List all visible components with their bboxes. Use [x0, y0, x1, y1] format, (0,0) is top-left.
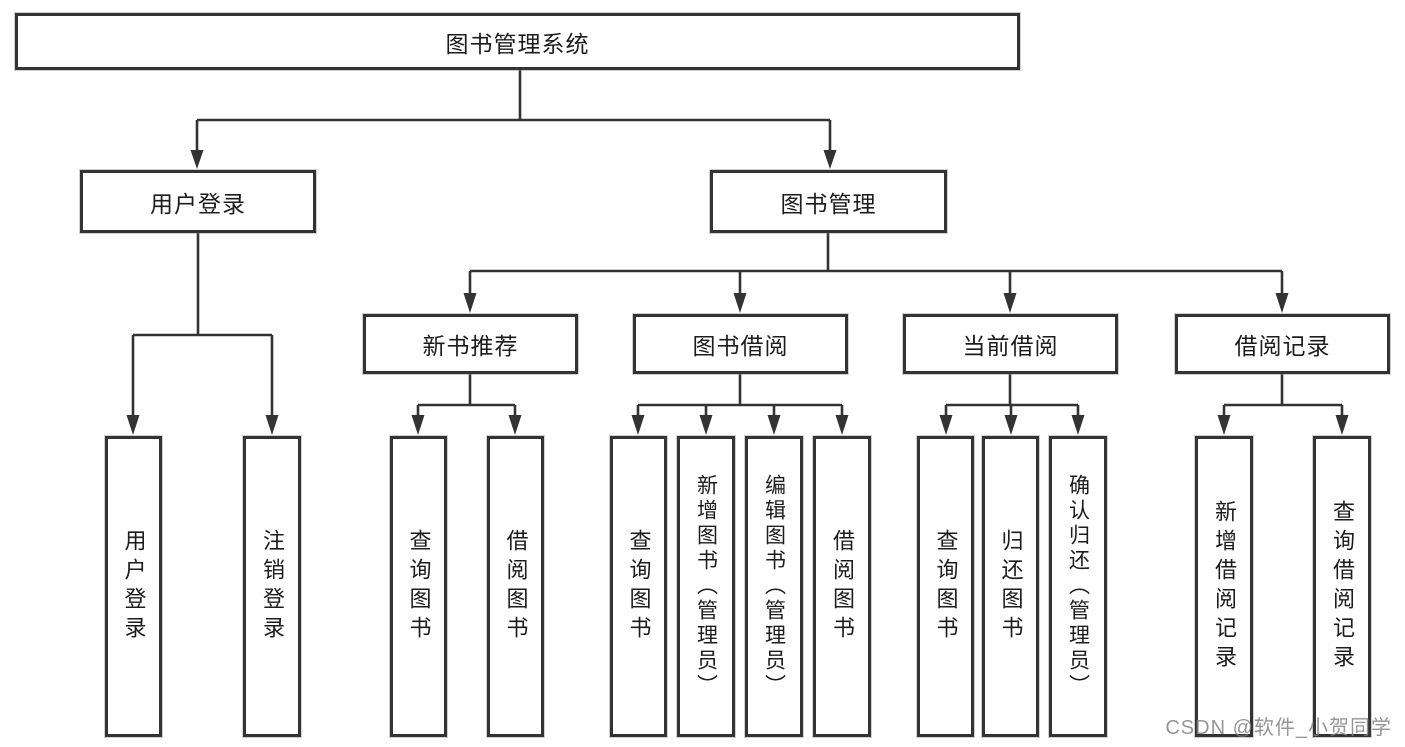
leaf-bor-borrow-book-label: 借阅图书 — [830, 528, 855, 645]
leaf-rcd-query-record-label: 查询借阅记录 — [1330, 499, 1355, 674]
node-book-mgmt: 图书管理 — [710, 170, 947, 233]
arrowhead — [1275, 293, 1289, 313]
node-borrow-record-label: 借阅记录 — [1234, 333, 1331, 359]
arrowhead — [699, 415, 713, 435]
leaf-bor-add-book: 新增图书（管理员） — [677, 436, 735, 737]
leaf-bor-query-book-label: 查询图书 — [626, 528, 652, 645]
leaf-logout-label: 注销登录 — [260, 528, 285, 645]
arrowhead — [411, 415, 425, 435]
node-root-label: 图书管理系统 — [445, 30, 590, 57]
connector-current-borrow-children — [944, 374, 1080, 416]
node-new-book-rec: 新书推荐 — [363, 314, 578, 374]
leaf-cur-confirm-return-label: 确认归还（管理员） — [1066, 474, 1090, 699]
leaf-cur-confirm-return: 确认归还（管理员） — [1049, 436, 1107, 737]
arrowhead — [1335, 415, 1349, 435]
leaf-rec-query-book: 查询图书 — [390, 436, 447, 737]
leaf-rcd-add-record: 新增借阅记录 — [1195, 436, 1253, 737]
node-current-borrow: 当前借阅 — [903, 314, 1118, 374]
arrowhead — [733, 293, 747, 313]
node-current-borrow-label: 当前借阅 — [962, 333, 1059, 359]
node-root: 图书管理系统 — [15, 13, 1020, 70]
arrowhead — [1217, 415, 1231, 435]
node-book-mgmt-label: 图书管理 — [780, 190, 877, 217]
node-book-borrow-label: 图书借阅 — [692, 333, 789, 359]
arrowhead — [190, 150, 204, 169]
connector-root-to-level2 — [195, 70, 832, 150]
connector-borrow-record-children — [1222, 374, 1344, 416]
leaf-cur-return-book: 归还图书 — [982, 436, 1039, 737]
arrowhead — [939, 415, 953, 435]
arrowhead — [265, 415, 279, 435]
leaf-rec-borrow-book-label: 借阅图书 — [503, 528, 529, 645]
leaf-bor-add-book-label: 新增图书（管理员） — [694, 474, 718, 699]
leaf-rec-borrow-book: 借阅图书 — [487, 436, 544, 737]
arrowhead — [1004, 415, 1018, 435]
connector-user-login-children — [131, 233, 274, 416]
arrowhead — [508, 415, 522, 435]
leaf-cur-return-book-label: 归还图书 — [998, 528, 1024, 645]
leaf-user-login: 用户登录 — [105, 436, 162, 737]
node-book-borrow: 图书借阅 — [633, 314, 848, 374]
leaf-user-login-label: 用户登录 — [121, 528, 147, 645]
connector-book-mgmt-children — [468, 233, 1284, 293]
leaf-cur-query-book-label: 查询图书 — [933, 528, 959, 645]
arrowhead — [1003, 293, 1017, 313]
leaf-logout: 注销登录 — [243, 436, 301, 737]
arrowhead — [835, 415, 849, 435]
leaf-rec-query-book-label: 查询图书 — [406, 528, 432, 645]
arrowhead — [823, 150, 837, 169]
leaf-bor-edit-book: 编辑图书（管理员） — [745, 436, 803, 737]
arrowhead — [767, 415, 781, 435]
node-user-login: 用户登录 — [80, 170, 316, 233]
arrowhead — [463, 293, 477, 313]
leaf-bor-query-book: 查询图书 — [610, 436, 667, 737]
connector-new-book-rec-children — [416, 374, 517, 416]
node-new-book-rec-label: 新书推荐 — [422, 333, 519, 359]
leaf-rcd-add-record-label: 新增借阅记录 — [1212, 499, 1237, 674]
arrowhead — [126, 415, 140, 435]
leaf-rcd-query-record: 查询借阅记录 — [1313, 436, 1371, 737]
connector-book-borrow-children — [636, 374, 844, 416]
leaf-bor-borrow-book: 借阅图书 — [813, 436, 871, 737]
node-user-login-label: 用户登录 — [150, 190, 246, 217]
leaf-bor-edit-book-label: 编辑图书（管理员） — [762, 474, 786, 699]
leaf-cur-query-book: 查询图书 — [917, 436, 974, 737]
arrowhead — [631, 415, 645, 435]
arrowhead — [1071, 415, 1085, 435]
node-borrow-record: 借阅记录 — [1175, 314, 1390, 374]
csdn-watermark: CSDN @软件_小贺同学 — [1165, 717, 1392, 739]
